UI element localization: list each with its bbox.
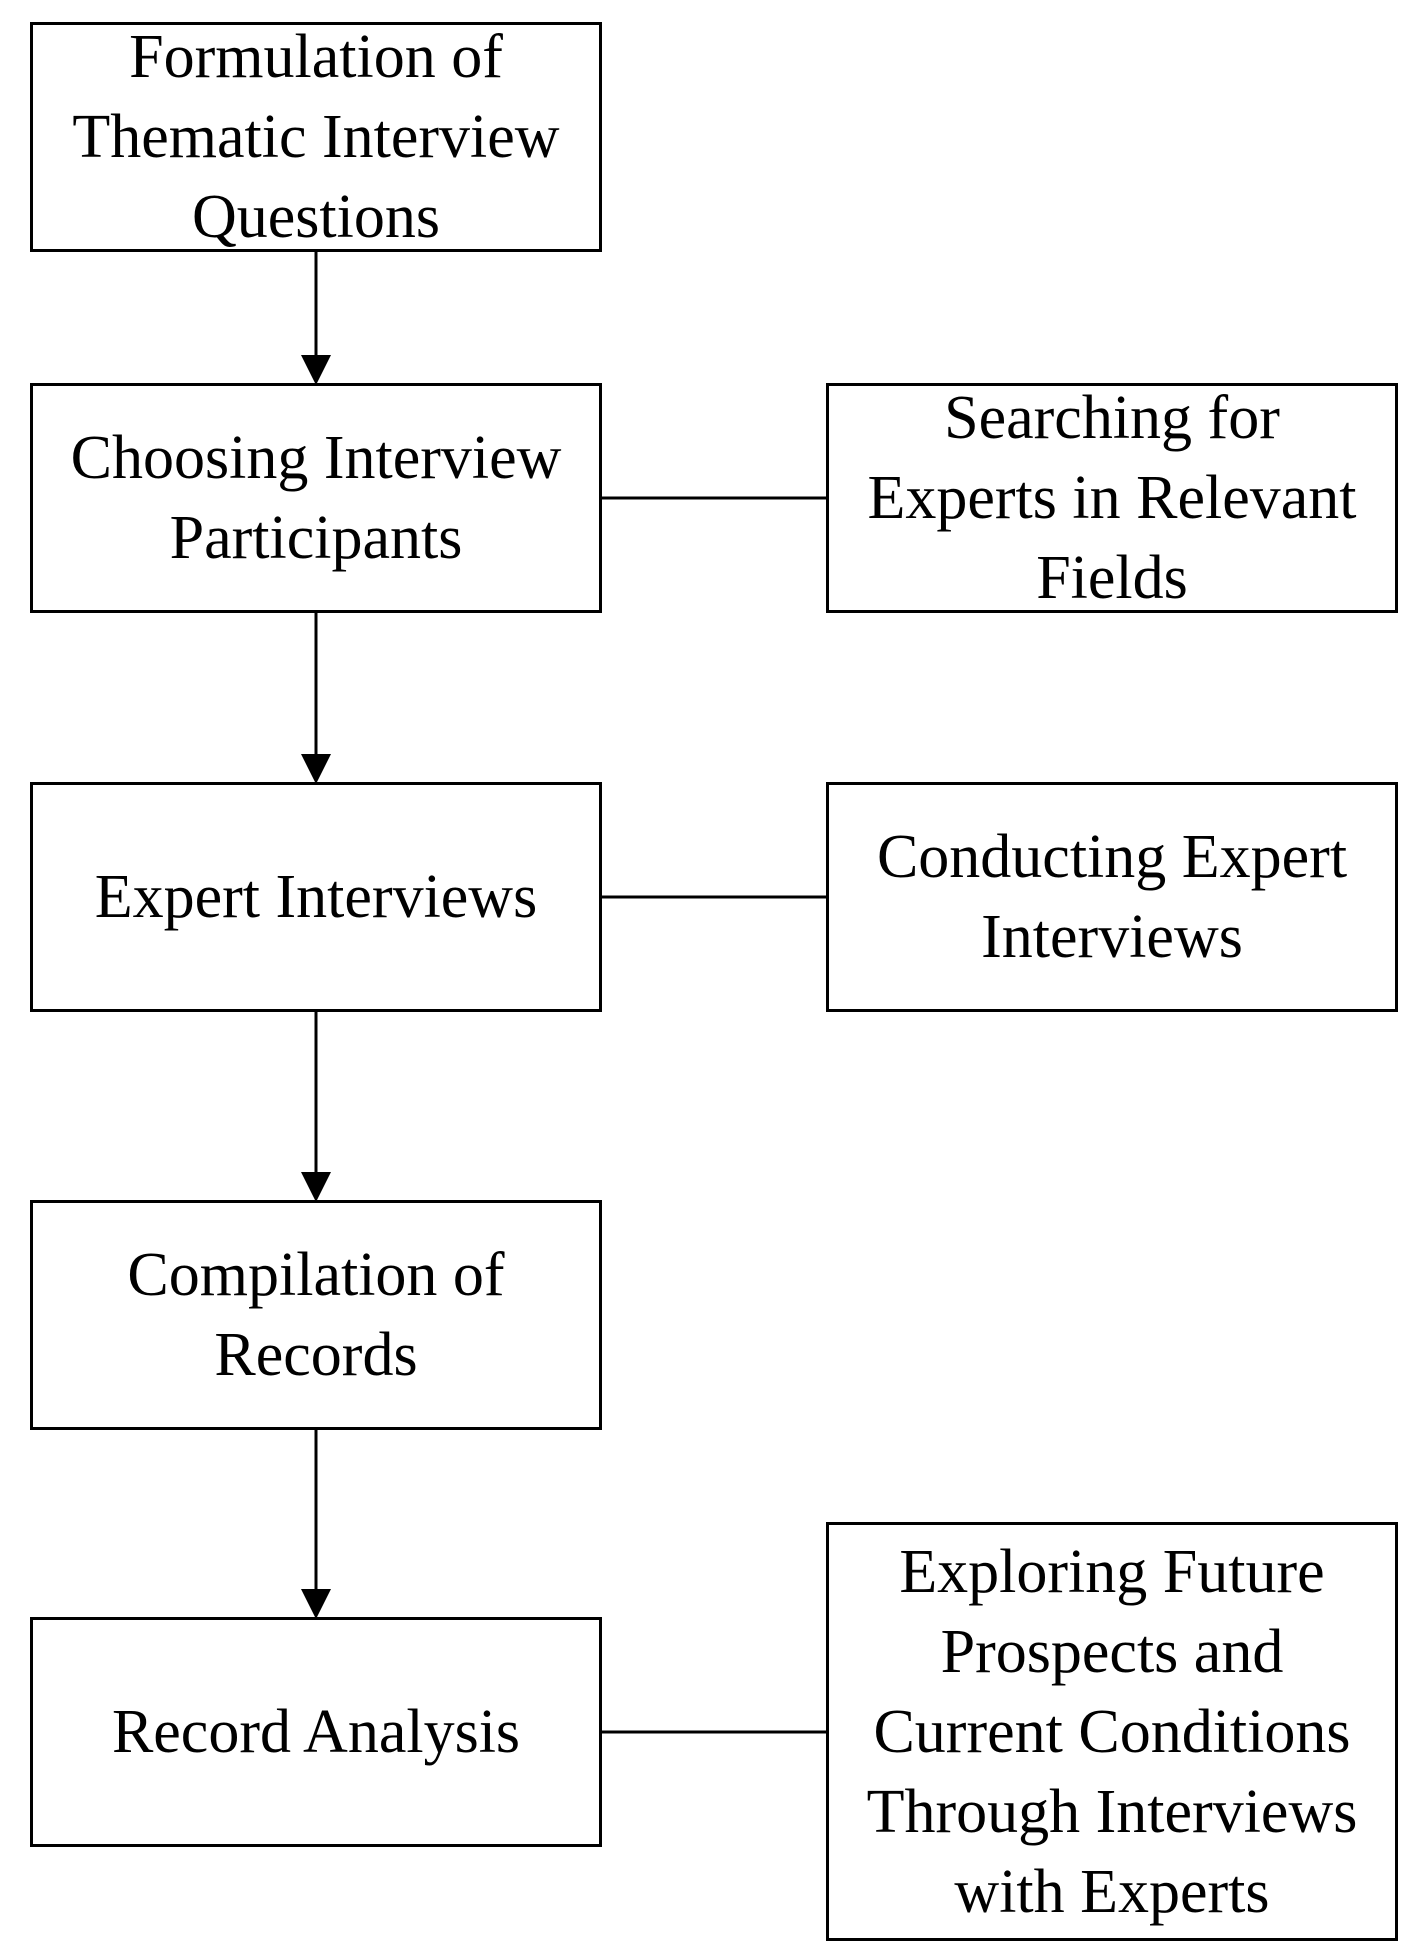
note-conducting-interviews-label: Conducting Expert Interviews: [876, 823, 1348, 971]
step-formulation-label: Formulation of Thematic Interview Questi…: [72, 23, 560, 251]
step-compilation-box: Compilation of Records: [30, 1200, 602, 1430]
step-expert-interviews-label: Expert Interviews: [94, 863, 538, 931]
step-record-analysis-box: Record Analysis: [30, 1617, 602, 1847]
note-searching-experts-box: Searching for Experts in Relevant Fields: [826, 383, 1398, 613]
step-record-analysis-label: Record Analysis: [111, 1698, 521, 1766]
note-conducting-interviews-box: Conducting Expert Interviews: [826, 782, 1398, 1012]
step-expert-interviews-box: Expert Interviews: [30, 782, 602, 1012]
note-exploring-prospects-label: Exploring Future Prospects and Current C…: [866, 1537, 1358, 1926]
note-searching-experts-label: Searching for Experts in Relevant Fields: [867, 384, 1357, 612]
step-choosing-participants-box: Choosing Interview Participants: [30, 383, 602, 613]
step-choosing-participants-label: Choosing Interview Participants: [70, 424, 562, 572]
note-exploring-prospects-box: Exploring Future Prospects and Current C…: [826, 1522, 1398, 1941]
step-compilation-label: Compilation of Records: [127, 1241, 505, 1389]
step-formulation-box: Formulation of Thematic Interview Questi…: [30, 22, 602, 252]
